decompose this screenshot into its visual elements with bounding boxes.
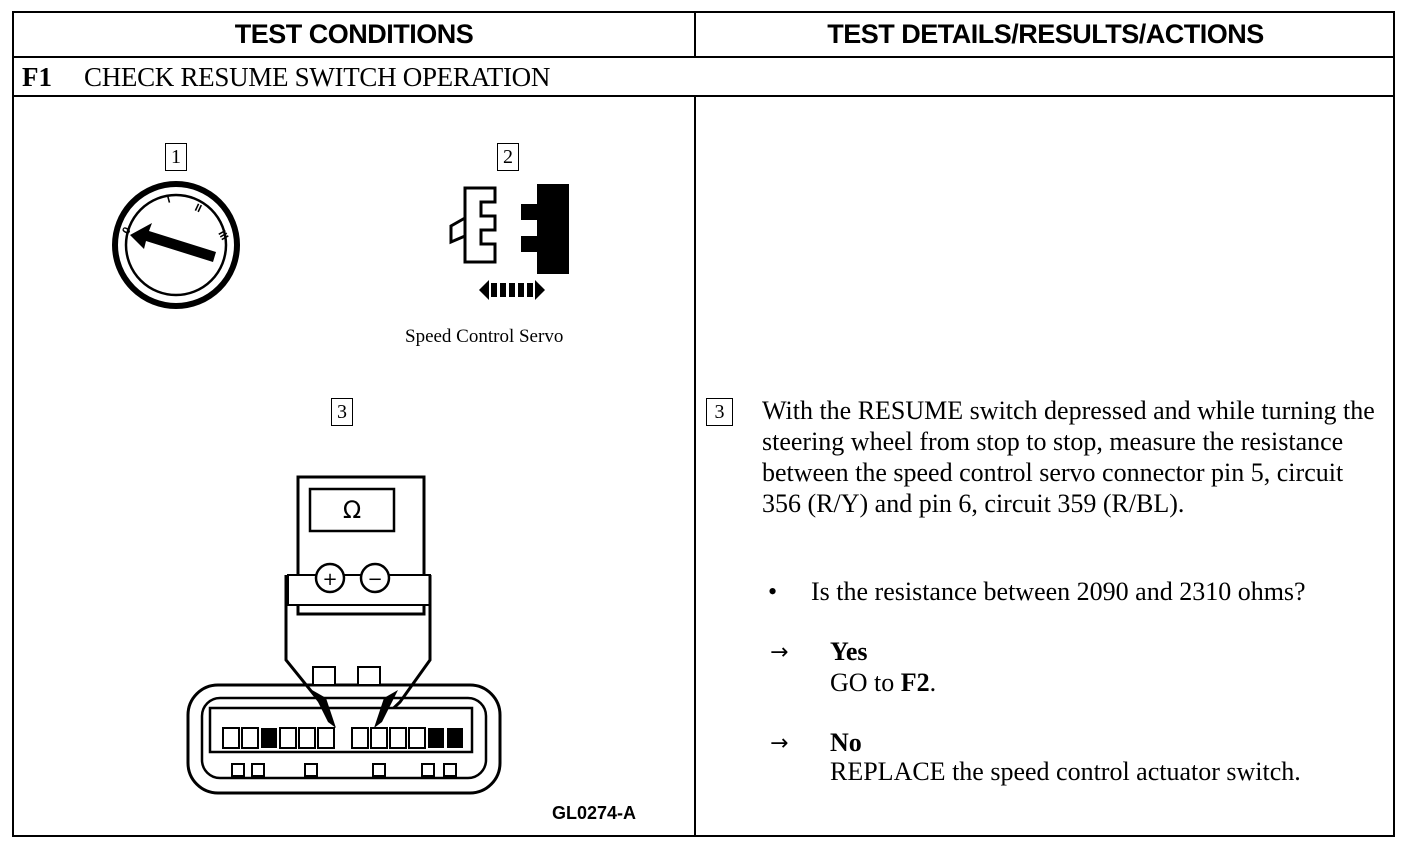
resistance-question: Is the resistance between 2090 and 2310 …: [811, 577, 1306, 606]
details-callout-3: 3: [706, 398, 733, 426]
table-header: TEST CONDITIONS TEST DETAILS/RESULTS/ACT…: [14, 13, 1393, 58]
step-id: F1: [22, 62, 52, 92]
ignition-pos-3: III: [215, 229, 230, 243]
column-divider: [694, 97, 696, 837]
ignition-pos-2: II: [193, 202, 204, 215]
yes-arrow-icon: →: [770, 640, 789, 665]
no-action: REPLACE the speed control actuator switc…: [830, 757, 1301, 786]
header-test-conditions: TEST CONDITIONS: [234, 19, 474, 49]
meter-minus-terminal: −: [367, 569, 382, 590]
meter-ohm-symbol: Ω: [343, 496, 361, 524]
ignition-pos-0: 0: [120, 225, 133, 236]
ignition-key-icon: 0 I II III: [112, 181, 240, 309]
no-label: No: [830, 728, 862, 757]
step-title: CHECK RESUME SWITCH OPERATION: [84, 62, 551, 92]
ohmmeter-icon: Ω + −: [186, 475, 502, 795]
servo-caption: Speed Control Servo: [405, 326, 564, 347]
connector-probe-icon: [186, 666, 502, 795]
no-arrow-icon: →: [770, 731, 789, 756]
diagnostic-table: TEST CONDITIONS TEST DETAILS/RESULTS/ACT…: [12, 11, 1395, 837]
step-title-row: F1 CHECK RESUME SWITCH OPERATION: [14, 56, 1393, 97]
question-bullet: •: [768, 577, 778, 606]
header-test-details: TEST DETAILS/RESULTS/ACTIONS: [827, 19, 1264, 49]
header-divider: [694, 13, 696, 56]
yes-action: GO to F2.: [830, 667, 936, 698]
yes-action-target: F2: [900, 668, 930, 697]
yes-label: Yes: [830, 637, 868, 666]
ignition-pos-1: I: [166, 194, 172, 206]
callout-1: 1: [165, 143, 187, 171]
meter-plus-terminal: +: [322, 569, 337, 590]
yes-action-suffix: .: [929, 668, 937, 697]
callout-3: 3: [331, 398, 353, 426]
instruction-text: With the RESUME switch depressed and whi…: [762, 396, 1375, 518]
yes-action-prefix: GO to: [830, 668, 901, 697]
connector-separate-icon: [449, 184, 569, 300]
callout-2: 2: [497, 143, 519, 171]
figure-code: GL0274-A: [552, 803, 637, 823]
